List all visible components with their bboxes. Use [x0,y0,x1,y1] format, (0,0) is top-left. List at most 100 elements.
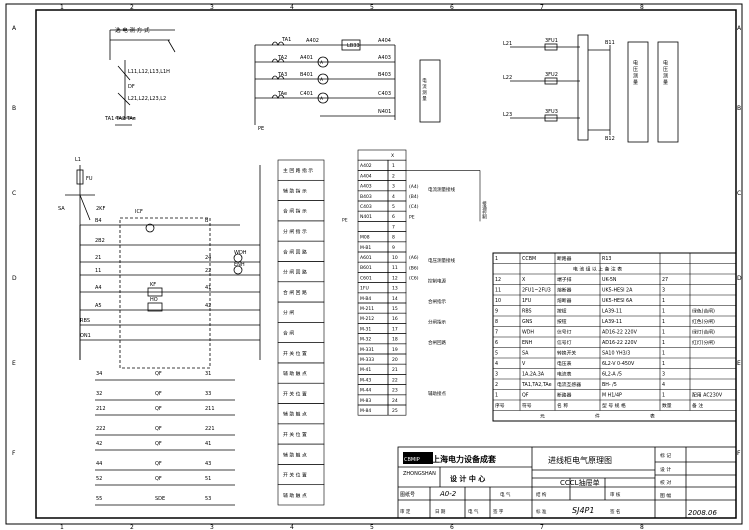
border-col-bottom: 1 [60,524,64,530]
drawing-no: A0-2 [439,490,457,498]
parts-cell: 型 号 规 格 [602,402,626,409]
parts-cell: X [522,277,526,283]
function-item: 开 关 位 置 [283,472,307,479]
title-block [397,446,737,519]
terminal-num: 3 [392,184,395,190]
border-row-left: A [12,25,17,32]
parts-cell: AD16-22 220V [602,340,638,346]
terminal-num: 12 [392,275,398,281]
control-l1: L1 [75,157,81,163]
title-bottom-labels: 审 定 日 期 电 气 签 字 结 构 电 气 审 核 标 准 签 名 [400,491,621,515]
contact-label: QF [155,461,162,467]
parts-cell: 转换开关 [557,350,576,357]
contact-left: 212 [96,406,106,412]
parts-cell: TA1,TA2,TAe [521,382,552,388]
terminal-wire: B403 [360,194,372,200]
ta1-label: TA1 [281,37,291,43]
terminal-wire: M-83 [360,398,371,404]
terminal-num: 20 [392,357,398,363]
bottom-label-3: 签 字 [493,508,504,515]
wire-b401: B401 [300,72,313,78]
parts-cell: 信号灯 [557,329,572,336]
selector-label: 选 电 测 方 式 [115,26,150,34]
term-22: 22 [205,268,211,274]
fuse-2: 3FU2 [545,72,558,78]
phase-mark: (A4) [409,184,419,190]
parts-cell: 3 [662,372,665,378]
contact-label: QF [155,476,162,482]
terminal-num: 10 [392,255,398,261]
parts-cell: 6 [495,340,498,346]
terminal-num: 18 [392,337,398,343]
terminal-num: 14 [392,296,398,302]
output-b12: B12 [605,136,615,142]
bottom-label-6: 审 核 [610,491,621,498]
border-col-bottom: 3 [210,524,214,530]
wire-a402: A402 [306,38,319,44]
parts-cell: 1 [662,351,665,357]
contact-label: QF [155,441,162,447]
parts-cell: RBS [522,309,532,315]
contact-label: SDE [155,496,165,502]
current-measure-label: 电 流 测 量 [422,77,427,102]
box-lb33: LB33 [347,43,360,49]
terminal-wire: C403 [360,204,372,210]
ammeter-3: A [320,96,324,102]
border-row-right: E [737,360,741,367]
parts-cell: 1 [662,361,665,367]
outer-border [5,3,743,525]
contact-right: 33 [205,391,211,397]
border-col-top: 3 [210,4,214,11]
parts-cell: 断路器 [557,392,572,399]
bottom-label-5: 电 气 [500,491,511,498]
border-row-right: B [737,105,741,112]
border-col-top: 7 [540,4,544,11]
ammeter-1: A [320,60,324,66]
contact-label: QF [155,426,162,432]
contact-left: 52 [96,476,102,482]
switch-sa: SA [58,206,65,212]
parts-cell: AD16-22 220V [602,330,638,336]
parts-cell: 1 [662,340,665,346]
right-label-design: 设 计 [660,466,671,473]
terminal-num: 24 [392,398,398,404]
parts-cell: WDH [522,330,534,336]
terminal-num: 17 [392,326,398,332]
border-col-bottom: 2 [130,524,134,530]
terminal-num: 16 [392,316,398,322]
parts-cell: 熔断器 [557,287,572,294]
selector-l2: L21,L22,L23,L2 [128,96,166,102]
parts-cell: 1 [662,298,665,304]
parts-cell: 端子排 [557,276,572,283]
function-item: 合 闸 [283,330,294,337]
terminal-wire: 1FU [360,286,369,292]
term-2b2: 2B2 [95,238,105,244]
terminal-num: 23 [392,388,398,394]
bottom-label-0: 审 定 [400,508,411,515]
terminal-note: 合闸回路 [428,339,446,346]
terminal-num: 13 [392,286,398,292]
terminal-wire: A404 [360,173,372,179]
term-a4: A4 [95,285,102,291]
border-row-left: C [12,190,16,197]
parts-cell: ENH [522,340,533,346]
terminal-wire: M-212 [360,316,374,322]
terminal-num: 22 [392,377,398,383]
border-row-left: E [12,360,16,367]
parts-cell: 红色(分闸) [692,318,715,325]
terminal-num: 11 [392,265,398,271]
terminal-note: 辅助接点 [428,390,446,397]
wire-a403: A403 [378,55,391,61]
parts-cell: UK-5N [602,277,617,283]
parts-cell: 10 [495,298,501,304]
drawing-title: 进线柜电气原理图 [548,455,612,465]
contact-left: 42 [96,441,102,447]
border-col-bottom: 6 [450,524,454,530]
term-41: 41 [205,285,211,291]
line-l21: L21 [503,41,512,47]
parts-cell: LA39-11 [602,309,622,315]
border-row-right: C [737,190,741,197]
terminal-wire: N401 [360,214,372,220]
parts-cell: R13 [602,256,611,262]
control-fu: FU [86,176,93,182]
